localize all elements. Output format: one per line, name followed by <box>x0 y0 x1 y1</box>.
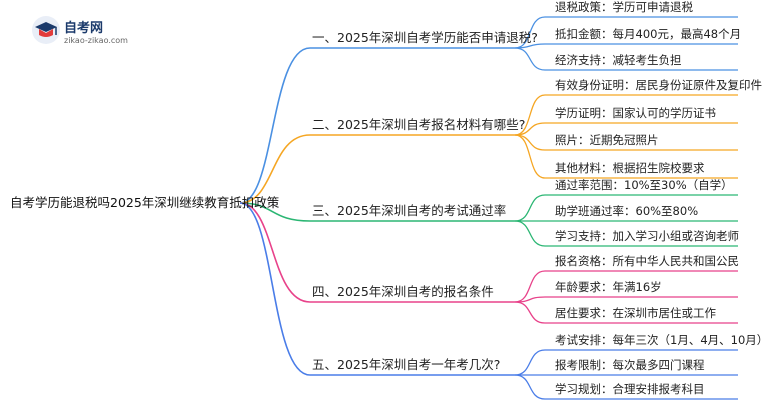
branch-topic: 二、2025年深圳自考报名材料有哪些? <box>312 117 526 132</box>
leaf-topic: 抵扣金额：每月400元，最高48个月 <box>555 27 742 41</box>
leaf-topic: 其他材料：根据招生院校要求 <box>555 161 705 175</box>
leaf-topic: 学习支持：加入学习小组或咨询老师 <box>555 229 739 243</box>
branch-topic: 五、2025年深圳自考一年考几次? <box>312 357 501 372</box>
leaf-connector <box>514 94 546 136</box>
branch-connector <box>239 202 311 376</box>
mindmap-connectors <box>239 16 738 400</box>
leaf-connector <box>514 134 546 151</box>
leaf-connector <box>514 220 546 247</box>
leaf-connector <box>514 349 546 376</box>
leaf-topic: 照片：近期免冠照片 <box>555 133 659 147</box>
branch-topic: 一、2025年深圳自考学历能否申请退税? <box>312 30 538 45</box>
leaf-connector <box>514 134 546 179</box>
leaf-topic: 报考限制：每次最多四门课程 <box>555 358 705 372</box>
leaf-topic: 助学班通过率：60%至80% <box>555 204 699 218</box>
leaf-connector <box>514 301 546 324</box>
leaf-connector <box>514 374 546 400</box>
branch-connector <box>239 134 311 204</box>
leaf-topic: 经济支持：减轻考生负担 <box>555 53 682 67</box>
mindmap-canvas: 自考网 zikao-zikao.com 自考学历能退税吗2025年深圳继续教育抵… <box>10 0 768 400</box>
branch-topic: 三、2025年深圳自考的考试通过率 <box>312 203 507 218</box>
leaf-topic: 学习规划：合理安排报考科目 <box>555 382 705 396</box>
leaf-topic: 年龄要求：年满16岁 <box>555 280 662 294</box>
branch-connector <box>239 202 311 222</box>
root-topic: 自考学历能退税吗2025年深圳继续教育抵扣政策 <box>10 195 280 210</box>
branch-connector <box>239 47 311 204</box>
logo-title: 自考网 <box>64 21 104 36</box>
leaf-connector <box>514 296 546 303</box>
leaf-topic: 学历证明：国家认可的学历证书 <box>555 106 716 120</box>
leaf-connector <box>514 16 546 49</box>
graduation-cap-icon <box>32 16 60 44</box>
logo-url: zikao-zikao.com <box>64 36 128 45</box>
branch-connector <box>239 202 311 303</box>
branch-topic: 四、2025年深圳自考的报名条件 <box>312 284 494 299</box>
leaf-connector <box>514 270 546 303</box>
leaf-connector <box>514 47 546 71</box>
leaf-topic: 考试安排：每年三次（1月、4月、10月） <box>555 333 768 347</box>
leaf-topic: 报名资格：所有中华人民共和国公民 <box>555 254 739 268</box>
leaf-topic: 通过率范围：10%至30%（自学） <box>555 178 733 192</box>
leaf-topic: 退税政策：学历可申请退税 <box>555 0 693 14</box>
leaf-topic: 居住要求：在深圳市居住或工作 <box>555 306 716 320</box>
leaf-connector <box>514 194 546 222</box>
leaf-topic: 有效身份证明：居民身份证原件及复印件 <box>555 78 762 92</box>
site-logo: 自考网 zikao-zikao.com <box>31 15 151 49</box>
